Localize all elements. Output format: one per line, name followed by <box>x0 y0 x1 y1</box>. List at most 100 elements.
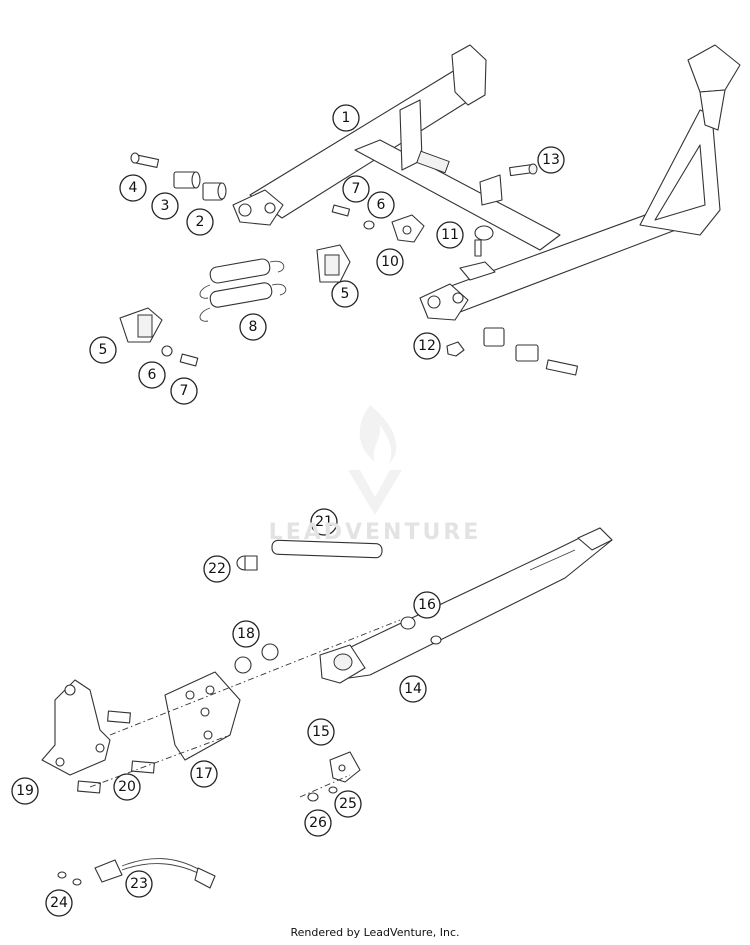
callout-circle <box>203 555 231 583</box>
callout-8: 8 <box>239 313 267 341</box>
spring-8 <box>199 258 287 322</box>
callout-number: 15 <box>312 724 330 740</box>
callout-circle <box>125 870 153 898</box>
callout-13: 13 <box>537 146 565 174</box>
callout-number: 2 <box>196 214 205 230</box>
callout-11: 11 <box>436 221 464 249</box>
bracket-10 <box>391 214 425 243</box>
leadventure-logo-watermark <box>348 405 402 515</box>
callout-number: 26 <box>309 815 327 831</box>
callout-circle <box>239 313 267 341</box>
bolt-16 <box>400 616 416 630</box>
callout-5: 5 <box>331 280 359 308</box>
bolt-13 <box>509 163 538 177</box>
callout-number: 25 <box>339 796 357 812</box>
callout-circle <box>119 174 147 202</box>
callout-circle <box>342 175 370 203</box>
callout-number: 14 <box>404 681 422 697</box>
callout-5: 5 <box>89 336 117 364</box>
callout-12: 12 <box>413 332 441 360</box>
callout-25: 25 <box>334 790 362 818</box>
callout-number: 23 <box>130 876 148 892</box>
callout-circle <box>334 790 362 818</box>
callout-circle <box>332 104 360 132</box>
knob-11 <box>474 225 494 257</box>
callout-number: 17 <box>195 766 213 782</box>
callout-number: 6 <box>377 197 386 213</box>
callout-24: 24 <box>45 889 73 917</box>
callout-21: 21 <box>310 508 338 536</box>
callout-2: 2 <box>186 208 214 236</box>
nut-6-lower <box>161 345 173 357</box>
callout-7: 7 <box>170 377 198 405</box>
callout-7: 7 <box>342 175 370 203</box>
bolt-20-c <box>77 780 101 794</box>
callout-circle <box>537 146 565 174</box>
screw-24 <box>57 871 82 886</box>
callout-6: 6 <box>138 361 166 389</box>
callout-number: 12 <box>418 338 436 354</box>
callout-14: 14 <box>399 675 427 703</box>
callout-number: 24 <box>50 895 68 911</box>
callout-number: 10 <box>381 254 399 270</box>
callout-26: 26 <box>304 809 332 837</box>
callout-circle <box>11 777 39 805</box>
watermark-text: LEADVENTURE <box>268 520 482 545</box>
callout-number: 18 <box>237 626 255 642</box>
callout-number: 7 <box>352 181 361 197</box>
callout-circle <box>331 280 359 308</box>
callout-number: 5 <box>341 286 350 302</box>
callout-circle <box>367 191 395 219</box>
callout-circle <box>89 336 117 364</box>
callout-circle <box>151 192 179 220</box>
callout-10: 10 <box>376 248 404 276</box>
bushing-18 <box>234 643 279 674</box>
callout-3: 3 <box>151 192 179 220</box>
callout-circle <box>45 889 73 917</box>
callout-circle <box>436 221 464 249</box>
bracket-5-left <box>119 307 163 343</box>
bolt-7-upper <box>331 204 351 217</box>
callout-4: 4 <box>119 174 147 202</box>
side-stand-14 <box>319 527 613 684</box>
bolt-4 <box>130 152 160 168</box>
callout-circle <box>190 760 218 788</box>
callout-number: 4 <box>129 180 138 196</box>
callout-6: 6 <box>367 191 395 219</box>
callout-20: 20 <box>113 773 141 801</box>
bushing-3 <box>173 171 201 189</box>
callout-circle <box>170 377 198 405</box>
nut-6-upper <box>363 220 375 230</box>
bolt-right <box>545 359 579 376</box>
callout-number: 22 <box>208 561 226 577</box>
callout-number: 5 <box>99 342 108 358</box>
washer-25 <box>328 786 338 794</box>
callout-number: 7 <box>180 383 189 399</box>
callout-19: 19 <box>11 777 39 805</box>
bolt-20-a <box>107 710 131 724</box>
callout-23: 23 <box>125 870 153 898</box>
pin-21 <box>271 539 383 559</box>
callout-circle <box>399 675 427 703</box>
callout-number: 21 <box>315 514 333 530</box>
callout-number: 3 <box>161 198 170 214</box>
assembly-lines <box>89 619 401 798</box>
screw-26 <box>307 792 319 802</box>
callout-circle <box>307 718 335 746</box>
callout-number: 11 <box>441 227 459 243</box>
callout-number: 8 <box>249 319 258 335</box>
callout-circle <box>186 208 214 236</box>
callout-number: 6 <box>148 367 157 383</box>
cable-23 <box>94 858 216 889</box>
callout-number: 20 <box>118 779 136 795</box>
bushing-right-1 <box>483 327 505 347</box>
callout-16: 16 <box>413 591 441 619</box>
callout-number: 19 <box>16 783 34 799</box>
callout-number: 1 <box>342 110 351 126</box>
callout-number: 13 <box>542 152 560 168</box>
center-stand-frame <box>232 44 741 321</box>
callout-1: 1 <box>332 104 360 132</box>
callout-18: 18 <box>232 620 260 648</box>
